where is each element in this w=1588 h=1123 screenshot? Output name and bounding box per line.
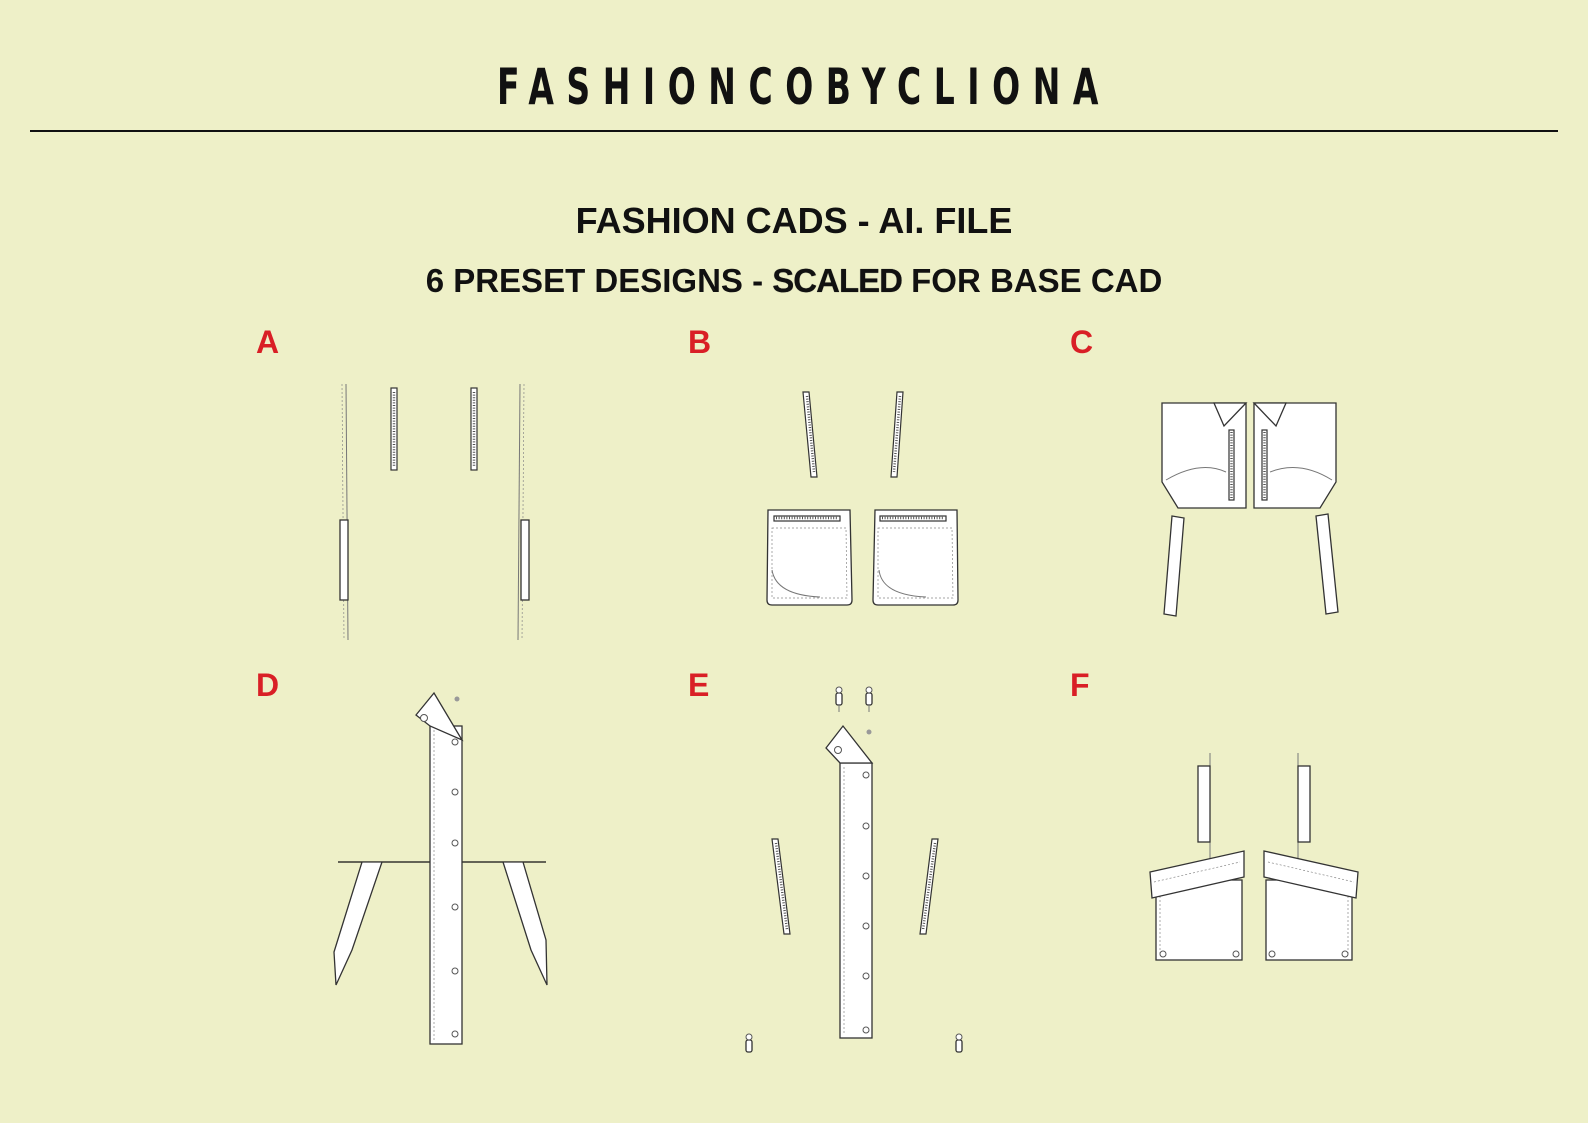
- design-letter-a: A: [256, 324, 280, 360]
- subtitle-suffix: FOR BASE CAD: [901, 262, 1163, 299]
- page-title: FASHION CADS - AI. FILE: [575, 200, 1013, 241]
- design-letter-c: C: [1070, 324, 1094, 360]
- button-placket-collar-icon[interactable]: [333, 691, 548, 1045]
- page-subtitle: 6 PRESET DESIGNS - SCALED FOR BASE CAD: [0, 262, 1588, 300]
- flap-pocket-tab-icon[interactable]: [1149, 753, 1359, 961]
- design-letter-f: F: [1070, 667, 1090, 703]
- subtitle-prefix: 6 PRESET DESIGNS -: [425, 262, 773, 299]
- design-letter-e: E: [688, 667, 710, 703]
- design-letter-b: B: [688, 324, 712, 360]
- zip-and-tab-detail-icon[interactable]: [339, 383, 530, 641]
- zip-yoke-panel-icon[interactable]: [1161, 402, 1339, 617]
- design-letter-d: D: [256, 667, 280, 703]
- header-divider: [30, 130, 1558, 132]
- subtitle-emphasis: SCALED: [772, 262, 903, 299]
- placket-zip-toggle-icon[interactable]: [745, 686, 963, 1053]
- brand-logo: FASHIONCOBYCLIONA: [497, 58, 1111, 116]
- zip-pocket-detail-icon[interactable]: [766, 391, 959, 606]
